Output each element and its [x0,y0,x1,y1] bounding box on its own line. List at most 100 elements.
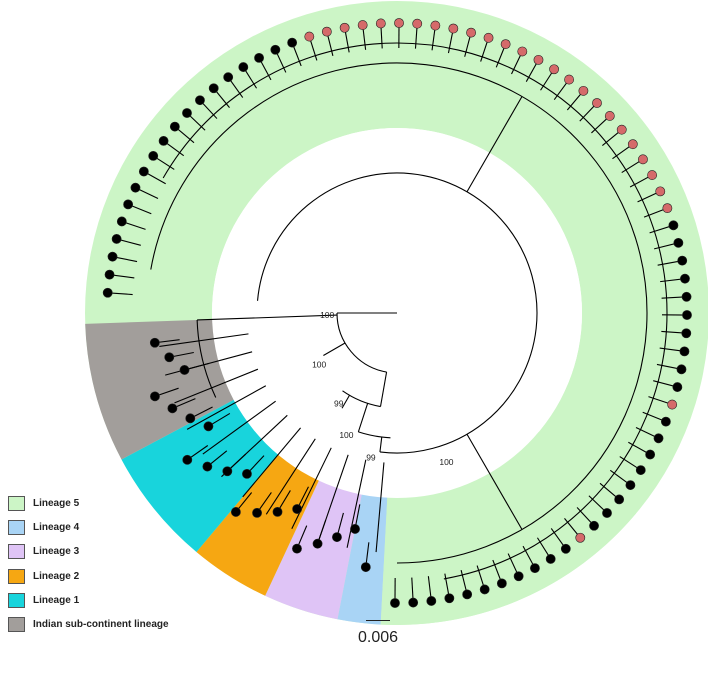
branch-arc [336,312,387,373]
legend-item-lineage-3: Lineage 3 [8,544,169,560]
tip-node [102,287,113,298]
branch-line [379,437,383,453]
tip-node [430,20,441,31]
tip-node [185,413,196,424]
tip-node [195,95,205,106]
tip-node [123,199,134,210]
tip-node [560,543,571,554]
tip-node [203,421,214,432]
tip-node [466,27,476,38]
branch-line [202,400,276,455]
branch-arc [342,390,381,408]
tip-node [677,255,688,266]
tip-node [682,310,692,320]
tip-node [647,170,657,180]
tip-node [182,108,192,118]
legend-label: Lineage 5 [33,498,80,509]
legend-swatch [8,568,25,584]
tip-node [270,44,281,55]
tip-node [182,454,193,465]
tip-node [545,554,556,564]
bootstrap-label: 99 [366,453,376,463]
tip-node [164,352,175,363]
bootstrap-label: 100 [339,430,353,440]
tip-node [238,62,249,72]
branch-line [242,427,302,498]
tree-tips [102,18,692,608]
scale-bar-line [366,620,390,621]
tip-node [564,74,574,85]
tip-node [625,480,636,490]
tip-node [208,83,219,94]
tip-node [668,220,679,231]
tip-node [412,18,423,29]
legend-item-lineage-1: Lineage 1 [8,592,169,608]
tip-node [292,504,303,514]
branch-lineage-5 [150,62,648,564]
tip-node [681,291,692,302]
tip-node [660,416,671,427]
tip-node [681,328,692,339]
tip-node [500,39,511,50]
legend: Lineage 5 Lineage 4 Lineage 3 Lineage 2 … [8,496,169,641]
tip-node [292,543,302,554]
tip-node [339,22,350,33]
legend-swatch [8,496,25,511]
tip-node [602,508,612,518]
tip-node [350,524,360,534]
tip-node [530,563,540,573]
legend-swatch [8,616,25,632]
tip-node [223,72,234,83]
tip-node [673,237,684,248]
tip-node [679,346,690,357]
tip-node [635,465,646,475]
tip-node [149,337,160,348]
branch-line [346,459,367,548]
tip-node [312,538,323,549]
legend-item-indian-sub-continent: Indian sub-continent lineage [8,616,169,632]
tip-node [304,31,315,42]
tip-node [604,111,615,121]
tip-node [242,468,252,479]
branch-line [375,462,385,553]
branch-line [466,96,523,193]
tip-node [252,507,262,518]
branch-arc [256,172,538,454]
legend-label: Lineage 1 [33,594,80,606]
tip-node [167,403,178,414]
tip-node [222,466,233,477]
tip-node [614,494,625,505]
legend-item-lineage-2: Lineage 2 [8,568,169,584]
tip-node [394,18,404,28]
legend-item-lineage-5: Lineage 5 [8,496,169,511]
tip-node [169,121,180,132]
tip-node [479,584,490,595]
tip-node [332,532,342,542]
tip-node [116,216,127,227]
tip-node [645,449,656,460]
tip-node [408,597,419,608]
bootstrap-label: 100 [439,457,453,467]
branch-line [174,368,259,404]
tip-node [444,593,455,604]
tip-node [638,154,648,165]
tip-node [483,32,494,43]
tip-node [662,203,673,214]
legend-label: Lineage 3 [33,546,80,558]
tip-node [517,46,528,57]
tip-node [254,53,264,63]
branch-line [466,433,523,530]
branch-line [197,314,338,321]
tip-node [148,151,159,161]
tip-node [287,37,298,48]
tip-node [462,589,473,600]
tip-node [667,399,678,410]
tip-node [549,64,559,75]
tip-node [104,269,115,280]
tip-node [230,507,241,517]
bootstrap-label: 100 [320,310,334,320]
branch-line [186,385,267,430]
tip-node [533,54,544,65]
